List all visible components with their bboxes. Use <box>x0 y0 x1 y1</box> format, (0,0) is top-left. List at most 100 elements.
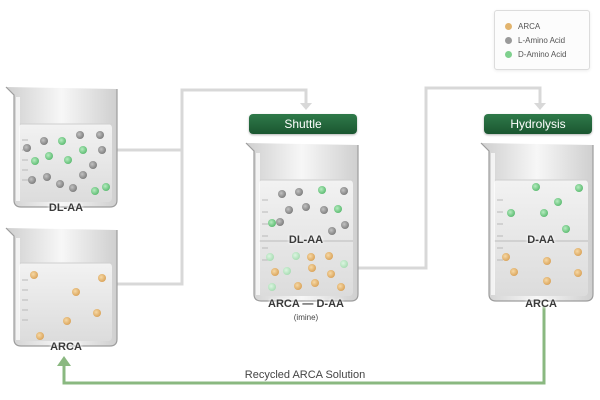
l-amino-acid-dot <box>295 188 303 196</box>
connector-lines <box>116 86 542 286</box>
stage-label-shuttle: Shuttle <box>249 114 357 134</box>
l-amino-acid-dot <box>278 190 286 198</box>
d-amino-acid-dot <box>507 209 515 217</box>
d-amino-acid-dot <box>102 183 110 191</box>
arca-dot <box>72 288 80 296</box>
l-amino-acid-dot <box>276 218 284 226</box>
arca-dot <box>307 253 315 261</box>
d-amino-acid-dot <box>575 184 583 192</box>
dl-aa-molecules <box>23 131 110 195</box>
arca-dot <box>574 248 582 256</box>
beaker-label-hydrolysis-top: D-AA <box>527 234 555 246</box>
arca-dot <box>574 269 582 277</box>
l-amino-acid-dot <box>69 184 77 192</box>
arca-dot <box>502 253 510 261</box>
beaker-label-dl-aa: DL-AA <box>48 202 84 214</box>
d-amino-acid-dot <box>318 186 326 194</box>
l-amino-acid-dot <box>79 171 87 179</box>
l-amino-acid-dot <box>28 176 36 184</box>
d-amino-acid-dot <box>31 157 39 165</box>
arca-dot <box>93 309 101 317</box>
d-amino-acid-dot <box>45 152 53 160</box>
arca-dot <box>308 264 316 272</box>
l-amino-acid-dot <box>328 227 336 235</box>
l-amino-acid-dot <box>23 144 31 152</box>
l-amino-acid-dot <box>98 146 106 154</box>
arca-dot <box>311 279 319 287</box>
legend-item-l-amino-acid: L-Amino Acid <box>505 33 589 47</box>
d-amino-acid-dot <box>554 198 562 206</box>
beaker-sublabel-imine: (imine) <box>293 313 319 322</box>
d-amino-acid-dot <box>283 267 291 275</box>
recycle-line <box>62 306 546 385</box>
d-amino-acid-dot <box>268 219 276 227</box>
arca-dot <box>271 268 279 276</box>
l-amino-acid-dot <box>320 206 328 214</box>
beaker-shuttle <box>245 142 359 302</box>
d-amino-acid-dot <box>79 146 87 154</box>
beaker-label-hydrolysis-bottom: ARCA <box>525 298 557 310</box>
arrowhead-to-shuttle <box>300 103 312 110</box>
legend: ARCA L-Amino Acid D-Amino Acid <box>494 10 590 70</box>
connector-dlaa-to-shuttle <box>116 88 308 152</box>
arca-dot <box>543 257 551 265</box>
l-amino-acid-dot <box>302 203 310 211</box>
d-amino-acid-dot <box>532 183 540 191</box>
l-amino-acid-dot <box>285 206 293 214</box>
l-amino-acid-dot <box>89 161 97 169</box>
stage-label-hydrolysis: Hydrolysis <box>484 114 592 134</box>
beaker-label-arca: ARCA <box>50 341 82 353</box>
arca-dot <box>327 270 335 278</box>
legend-label: L-Amino Acid <box>518 35 566 45</box>
beaker-dl-aa <box>5 86 118 208</box>
arca-dot <box>325 252 333 260</box>
l-amino-acid-dot <box>43 173 51 181</box>
recycle-arrowhead <box>57 356 71 366</box>
beaker-label-shuttle-top: DL-AA <box>288 234 324 246</box>
d-amino-acid-dot <box>58 137 66 145</box>
beaker-label-shuttle-bottom: ARCA — D-AA <box>268 298 344 310</box>
shuttle-upper-molecules <box>268 186 349 235</box>
d-amino-acid-dot <box>562 225 570 233</box>
l-amino-acid-dot <box>96 131 104 139</box>
legend-item-arca: ARCA <box>505 19 589 33</box>
hydrolysis-lower-molecules <box>502 248 582 285</box>
arca-dot <box>510 268 518 276</box>
d-amino-acid-dot <box>340 260 348 268</box>
recycle-label: Recycled ARCA Solution <box>244 369 366 381</box>
arca-dot <box>98 274 106 282</box>
d-amino-acid-dot <box>292 252 300 260</box>
legend-label: D-Amino Acid <box>518 49 567 59</box>
connector-arca-to-shuttle <box>116 150 184 286</box>
legend-label: ARCA <box>518 21 541 31</box>
d-amino-acid-swatch-icon <box>505 50 512 58</box>
arca-dot <box>543 277 551 285</box>
l-amino-acid-dot <box>40 137 48 145</box>
legend-item-d-amino-acid: D-Amino Acid <box>505 47 589 61</box>
arca-swatch-icon <box>505 22 512 30</box>
beaker-hydrolysis <box>480 142 594 302</box>
d-amino-acid-dot <box>266 253 274 261</box>
d-amino-acid-dot <box>91 187 99 195</box>
connector-shuttle-to-hydrolysis <box>358 86 542 270</box>
arca-dot <box>30 271 38 279</box>
l-amino-acid-swatch-icon <box>505 36 512 44</box>
l-amino-acid-dot <box>56 180 64 188</box>
l-amino-acid-dot <box>340 187 348 195</box>
hydrolysis-upper-molecules <box>507 183 583 233</box>
shuttle-lower-molecules <box>266 252 348 291</box>
arrowhead-to-hydrolysis <box>534 103 546 110</box>
d-amino-acid-dot <box>268 283 276 291</box>
beaker-arca <box>5 227 118 347</box>
arca-dot <box>63 317 71 325</box>
arca-molecules <box>30 271 106 340</box>
arca-dot <box>294 282 302 290</box>
l-amino-acid-dot <box>341 221 349 229</box>
arca-dot <box>36 332 44 340</box>
arca-dot <box>337 283 345 291</box>
d-amino-acid-dot <box>334 205 342 213</box>
l-amino-acid-dot <box>76 131 84 139</box>
d-amino-acid-dot <box>540 209 548 217</box>
d-amino-acid-dot <box>64 156 72 164</box>
